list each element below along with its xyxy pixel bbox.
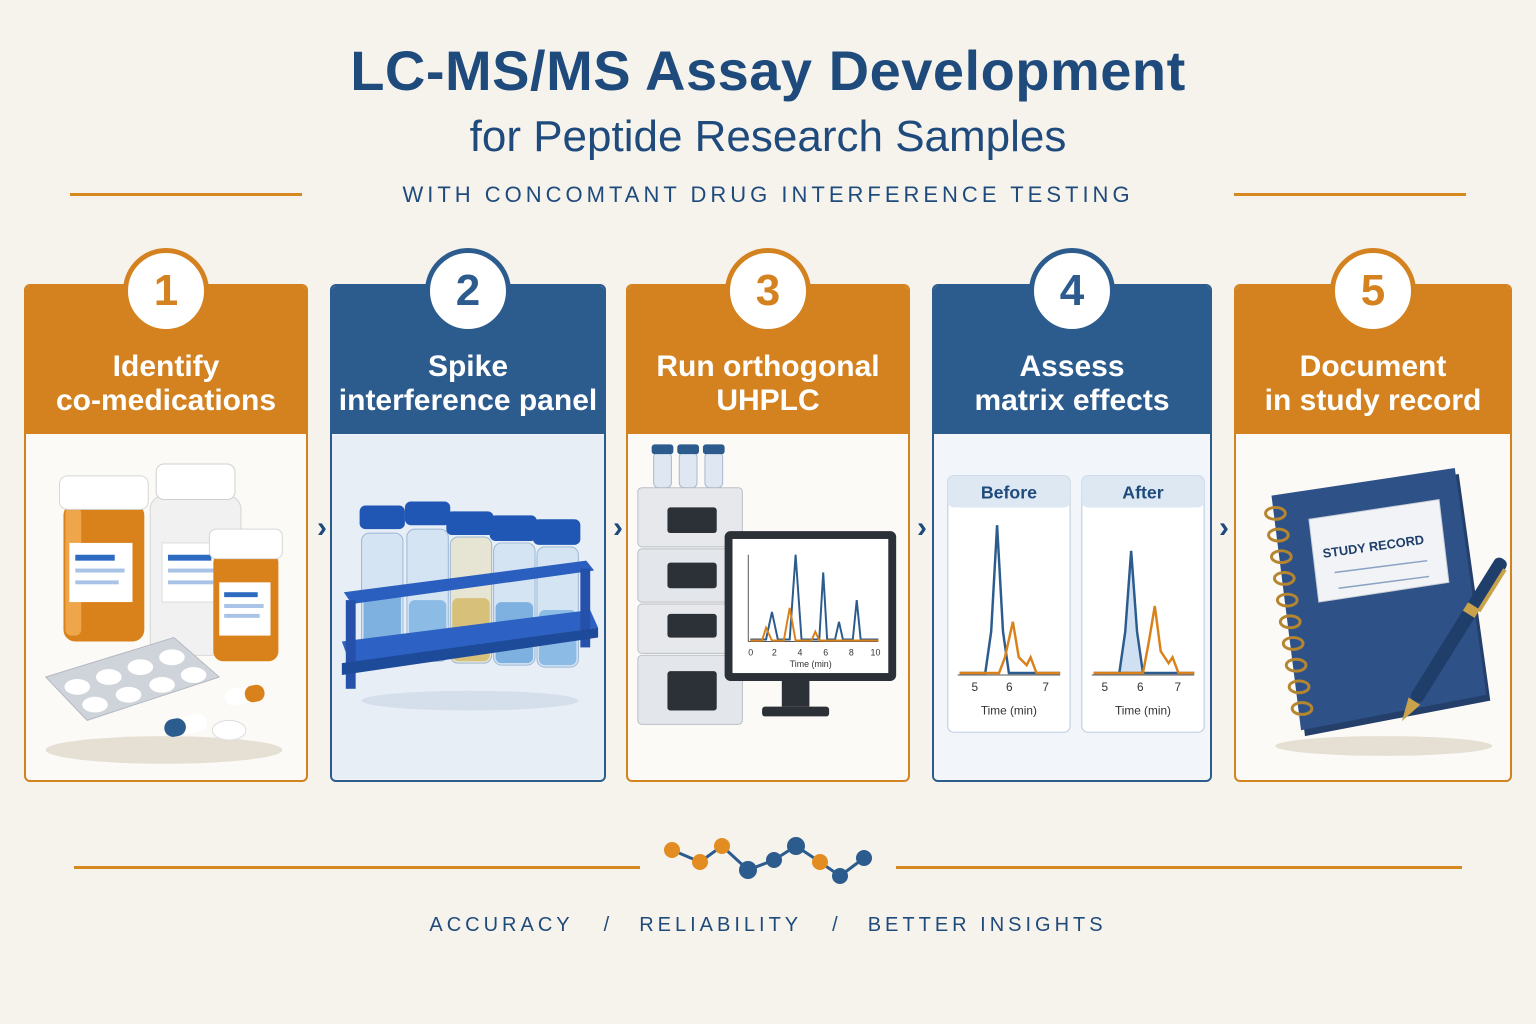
after-axis-label: Time (min) xyxy=(1115,703,1171,717)
step-label-4: Assess matrix effects xyxy=(974,350,1170,417)
chevron-right-icon: › xyxy=(917,511,927,544)
uhplc-axis-tick: 6 xyxy=(823,647,828,657)
chevron-right-icon: › xyxy=(613,511,623,544)
step-card-5: Document in study record STUDY RECORD xyxy=(1234,284,1512,782)
before-tick: 5 xyxy=(971,680,978,694)
divider-bottom-right xyxy=(896,866,1462,869)
divider-left xyxy=(70,193,302,196)
step-number-badge-5: 5 xyxy=(1330,248,1416,334)
step-card-2: Spike interference panel xyxy=(330,284,606,782)
footer-item-reliability: RELIABILITY xyxy=(639,914,803,936)
step-number-badge-1: 1 xyxy=(123,248,209,334)
step-label-1: Identify co-medications xyxy=(55,350,277,417)
footer-separator: / xyxy=(832,914,838,936)
footer-item-insights: BETTER INSIGHTS xyxy=(867,914,1107,936)
before-tick: 7 xyxy=(1042,680,1049,694)
step-label-5: Document in study record xyxy=(1264,350,1482,417)
after-tick: 6 xyxy=(1137,680,1144,694)
tagline: WITH CONCOMTANT DRUG INTERFERENCE TESTIN… xyxy=(402,182,1134,207)
step-number-badge-4: 4 xyxy=(1029,248,1115,334)
uhplc-axis-tick: 10 xyxy=(871,647,881,657)
uhplc-axis-tick: 8 xyxy=(849,647,854,657)
chevron-right-icon: › xyxy=(317,511,327,544)
step-header-5: Document in study record xyxy=(1236,286,1510,434)
footer-values: ACCURACY / RELIABILITY / BETTER INSIGHTS xyxy=(0,914,1536,937)
uhplc-axis-tick: 0 xyxy=(748,647,753,657)
step-label-3: Run orthogonal UHPLC xyxy=(656,350,880,417)
uhplc-instrument-icon: 0 2 4 6 8 10 Time (min) xyxy=(628,434,908,780)
panel-title-after: After xyxy=(1122,483,1163,503)
notebook-icon: STUDY RECORD xyxy=(1236,434,1510,780)
step-card-1: Identify co-medications xyxy=(24,284,308,782)
page-subtitle: for Peptide Research Samples xyxy=(469,112,1067,161)
before-axis-label: Time (min) xyxy=(981,703,1037,717)
before-tick: 6 xyxy=(1006,680,1013,694)
step-label-2: Spike interference panel xyxy=(338,350,598,417)
chromatogram-compare-icon: Before 5 6 7 Time (min) After 5 6 7 Time… xyxy=(934,434,1210,780)
chevron-right-icon: › xyxy=(1219,511,1229,544)
after-tick: 5 xyxy=(1102,680,1109,694)
uhplc-axis-tick: 2 xyxy=(772,647,777,657)
step-number-badge-2: 2 xyxy=(425,248,511,334)
molecule-icon xyxy=(664,837,872,884)
after-tick: 7 xyxy=(1175,680,1182,694)
uhplc-axis-tick: 4 xyxy=(798,647,803,657)
step-number-badge-3: 3 xyxy=(725,248,811,334)
divider-bottom-left xyxy=(74,866,640,869)
tagline-row: WITH CONCOMTANT DRUG INTERFERENCE TESTIN… xyxy=(70,180,1466,210)
footer-separator: / xyxy=(603,914,610,936)
divider-right xyxy=(1234,193,1466,196)
footer-item-accuracy: ACCURACY xyxy=(429,914,574,936)
pill-bottles-icon xyxy=(26,434,306,780)
step-card-4: Assess matrix effects Before 5 6 7 Time … xyxy=(932,284,1212,782)
uhplc-axis-label: Time (min) xyxy=(790,659,832,669)
step-card-3: Run orthogonal UHPLC 0 xyxy=(626,284,910,782)
panel-title-before: Before xyxy=(981,483,1037,503)
page-title: LC-MS/MS Assay Development xyxy=(350,39,1186,102)
vial-rack-icon xyxy=(332,434,604,780)
